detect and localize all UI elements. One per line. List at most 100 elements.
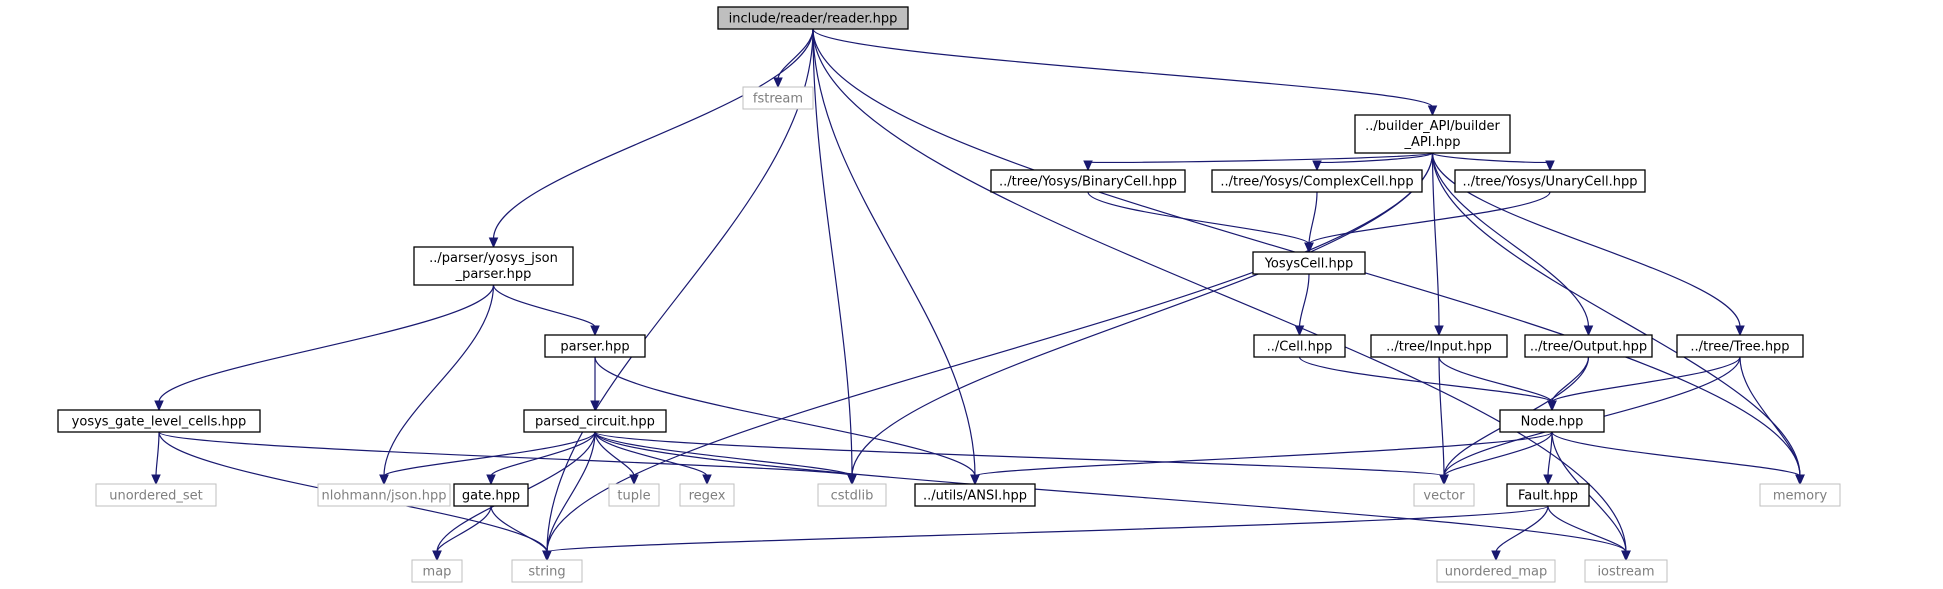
node-label: ../tree/Output.hpp xyxy=(1530,340,1647,355)
node-label: fstream xyxy=(753,92,803,107)
edge-input-to-node xyxy=(1438,356,1557,412)
edge-input-to-vector xyxy=(1438,356,1449,486)
edge-parsedcircuit-to-string xyxy=(542,431,596,562)
node-parsedcircuit[interactable]: parsed_circuit.hpp xyxy=(523,409,667,433)
edge-parsedcircuit-to-json xyxy=(379,431,596,486)
node-string[interactable]: string xyxy=(511,559,583,583)
node-builder[interactable]: ../builder_API/builder_API.hpp xyxy=(1354,114,1511,154)
node-label: ../tree/Tree.hpp xyxy=(1690,340,1789,355)
node-fstream[interactable]: fstream xyxy=(742,86,814,110)
edge-root-to-ansi xyxy=(812,28,980,486)
node-gatecells[interactable]: yosys_gate_level_cells.hpp xyxy=(57,409,261,433)
node-label: parsed_circuit.hpp xyxy=(535,415,655,430)
node-parser[interactable]: parser.hpp xyxy=(544,334,646,358)
edge-builder-to-unarycell xyxy=(1431,152,1555,172)
node-label: ../tree/Input.hpp xyxy=(1386,340,1492,355)
node-json[interactable]: nlohmann/json.hpp xyxy=(317,483,451,507)
node-label: ../builder_API/builder xyxy=(1365,119,1500,134)
node-label: unordered_set xyxy=(109,489,202,504)
node-binarycell[interactable]: ../tree/Yosys/BinaryCell.hpp xyxy=(990,169,1186,193)
node-label-line2: _API.hpp xyxy=(1404,135,1461,150)
node-label: ../parser/yosys_json xyxy=(429,251,558,266)
node-unarycell[interactable]: ../tree/Yosys/UnaryCell.hpp xyxy=(1454,169,1646,193)
edge-root-to-iostream xyxy=(812,28,1631,562)
node-iostream[interactable]: iostream xyxy=(1584,559,1668,583)
node-label: gate.hpp xyxy=(462,489,520,504)
node-label: Node.hpp xyxy=(1521,415,1584,430)
edge-tree-to-memory xyxy=(1739,356,1805,486)
node-output[interactable]: ../tree/Output.hpp xyxy=(1524,334,1653,358)
node-regex[interactable]: regex xyxy=(679,483,735,507)
edge-cell-to-node xyxy=(1298,356,1557,412)
edge-builder-to-tree xyxy=(1431,152,1745,337)
node-label: ../tree/Yosys/BinaryCell.hpp xyxy=(999,175,1177,190)
node-label: YosysCell.hpp xyxy=(1264,257,1354,272)
node-label: ../tree/Yosys/ComplexCell.hpp xyxy=(1220,175,1413,190)
node-label: tuple xyxy=(617,489,650,504)
edge-fault-to-string xyxy=(542,505,1549,562)
edge-parsedcircuit-to-cstdlib xyxy=(594,431,857,486)
node-label: iostream xyxy=(1597,565,1654,580)
node-unordered_map[interactable]: unordered_map xyxy=(1436,559,1556,583)
nodes-layer: include/reader/reader.hpp fstream ../build… xyxy=(57,6,1841,583)
node-label: ../utils/ANSI.hpp xyxy=(923,489,1027,504)
node-label: Fault.hpp xyxy=(1518,489,1578,504)
edge-root-to-builder xyxy=(812,28,1438,117)
node-fault[interactable]: Fault.hpp xyxy=(1506,483,1590,507)
edge-binarycell-to-yosyscell xyxy=(1087,191,1314,254)
node-gate[interactable]: gate.hpp xyxy=(453,483,529,507)
edge-yosysparser-to-gatecells xyxy=(154,284,495,412)
node-tuple[interactable]: tuple xyxy=(608,483,660,507)
edge-builder-to-output xyxy=(1431,152,1594,337)
node-label: nlohmann/json.hpp xyxy=(322,489,447,504)
node-label: ../Cell.hpp xyxy=(1267,340,1333,355)
edge-builder-to-binarycell xyxy=(1083,152,1434,172)
edge-yosyscell-to-cell xyxy=(1294,273,1310,337)
edge-fault-to-unordered_map xyxy=(1491,505,1549,562)
node-label-line2: _parser.hpp xyxy=(455,267,532,282)
node-label: vector xyxy=(1423,489,1465,504)
node-cstdlib[interactable]: cstdlib xyxy=(817,483,887,507)
node-vector[interactable]: vector xyxy=(1413,483,1475,507)
edges-layer xyxy=(151,28,1805,562)
node-complexcell[interactable]: ../tree/Yosys/ComplexCell.hpp xyxy=(1211,169,1423,193)
edge-parsedcircuit-to-vector xyxy=(594,431,1449,486)
node-ansi[interactable]: ../utils/ANSI.hpp xyxy=(914,483,1036,507)
node-root[interactable]: include/reader/reader.hpp xyxy=(717,6,909,30)
edge-gate-to-string xyxy=(490,505,552,562)
node-label: regex xyxy=(689,489,726,504)
edge-gate-to-map xyxy=(432,505,492,562)
node-tree[interactable]: ../tree/Tree.hpp xyxy=(1676,334,1804,358)
node-label: ../tree/Yosys/UnaryCell.hpp xyxy=(1463,175,1638,190)
node-label: map xyxy=(423,565,452,580)
edge-tree-to-node xyxy=(1547,356,1741,412)
node-label: cstdlib xyxy=(831,489,874,504)
node-map[interactable]: map xyxy=(411,559,463,583)
node-input[interactable]: ../tree/Input.hpp xyxy=(1370,334,1508,358)
node-node[interactable]: Node.hpp xyxy=(1499,409,1605,433)
edge-builder-to-input xyxy=(1431,152,1444,337)
edge-root-to-cstdlib xyxy=(812,28,857,486)
node-label: include/reader/reader.hpp xyxy=(729,12,898,27)
edge-gatecells-to-unordered_set xyxy=(151,431,161,486)
node-yosyscell[interactable]: YosysCell.hpp xyxy=(1252,251,1366,275)
edge-node-to-vector xyxy=(1439,431,1553,486)
edge-parsedcircuit-to-gate xyxy=(486,431,596,486)
edge-parsedcircuit-to-regex xyxy=(594,431,712,486)
edge-builder-to-cstdlib xyxy=(847,152,1434,486)
node-label: parser.hpp xyxy=(560,340,629,355)
node-label: memory xyxy=(1773,489,1828,504)
node-yosysparser[interactable]: ../parser/yosys_json_parser.hpp xyxy=(413,246,574,286)
node-cell[interactable]: ../Cell.hpp xyxy=(1253,334,1346,358)
edge-node-to-ansi xyxy=(970,431,1553,486)
edge-unarycell-to-yosyscell xyxy=(1304,191,1551,254)
edge-parser-to-parsedcircuit xyxy=(590,357,600,412)
edge-fault-to-iostream xyxy=(1547,505,1631,562)
node-unordered_set[interactable]: unordered_set xyxy=(95,483,217,507)
node-memory[interactable]: memory xyxy=(1759,483,1841,507)
edge-node-to-memory xyxy=(1551,431,1805,486)
edge-root-to-yosysparser xyxy=(488,28,814,249)
node-label: string xyxy=(528,565,565,580)
edge-yosysparser-to-parser xyxy=(492,284,600,337)
